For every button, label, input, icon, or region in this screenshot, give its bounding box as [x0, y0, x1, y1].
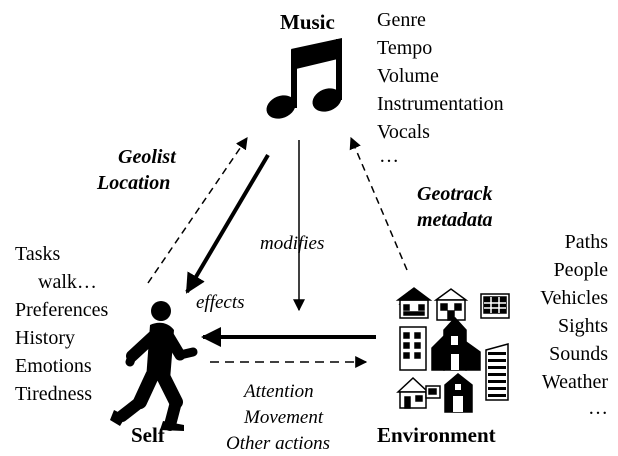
music-attribute-volume: Volume: [377, 65, 439, 87]
environment-node-label: Environment: [377, 423, 496, 447]
music-attribute-instrumentation: Instrumentation: [377, 93, 504, 115]
music-attribute-genre: Genre: [377, 9, 426, 31]
edge-label-geotrack: Geotrack: [417, 183, 493, 205]
environment-attribute-people: People: [553, 259, 608, 281]
edge-label-effects: effects: [196, 292, 245, 313]
apartment-building-icon: [399, 326, 427, 371]
music-node-label: Music: [280, 10, 335, 34]
tower-icon: [485, 343, 509, 401]
self-attribute-history: History: [15, 327, 75, 349]
cottage-icon: [396, 376, 441, 409]
self-attribute-tiredness: Tiredness: [15, 383, 93, 405]
environment-attribute-sights: Sights: [557, 315, 608, 337]
barn-icon: [444, 373, 473, 413]
church-icon: [431, 316, 481, 371]
self-attribute-emotions: Emotions: [15, 355, 92, 377]
environment-attribute-paths: Paths: [564, 231, 608, 253]
arrow-self-to-music: [147, 137, 248, 284]
self-attribute-tasks: Tasks: [15, 243, 61, 265]
self-attribute-walk: walk…: [38, 271, 97, 293]
edge-label-movement: Movement: [244, 407, 324, 428]
edge-label-modifies: modifies: [260, 233, 325, 254]
arrows: [147, 136, 408, 368]
self-node-label: Self: [131, 423, 165, 447]
arrow-music-to-self: [185, 153, 270, 294]
self-attribute-preferences: Preferences: [15, 299, 109, 321]
edge-label-metadata: metadata: [417, 209, 493, 231]
edge-label-other-actions: Other actions: [226, 433, 330, 454]
music-attribute-tempo: Tempo: [377, 37, 433, 59]
music-note-icon: [266, 38, 342, 119]
buildings-icon: [395, 287, 510, 413]
environment-attribute-weather: Weather: [541, 371, 608, 393]
edge-label-geolist: Geolist: [118, 146, 176, 168]
music-attribute-vocals: Vocals: [377, 121, 430, 143]
environment-attribute-vehicles: Vehicles: [540, 287, 608, 309]
environment-attribute-sounds: Sounds: [549, 343, 608, 365]
edge-label-location: Location: [97, 172, 171, 194]
walking-person-icon: [110, 301, 198, 431]
house-icon: [395, 287, 433, 319]
environment-attribute-more: …: [588, 397, 608, 419]
music-attribute-more: …: [379, 145, 399, 167]
office-block-icon: [480, 293, 510, 319]
townhouse-icon: [433, 288, 469, 321]
edge-label-attention: Attention: [244, 381, 314, 402]
